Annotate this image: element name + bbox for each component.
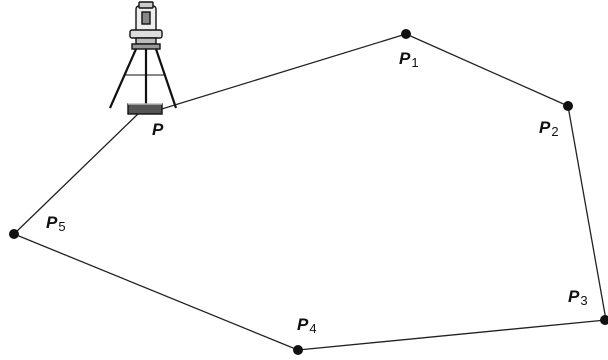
svg-text:P2: P2 bbox=[539, 118, 559, 139]
svg-text:P4: P4 bbox=[297, 315, 317, 336]
svg-text:P: P bbox=[152, 120, 164, 139]
station-label: P bbox=[152, 120, 164, 139]
point-p3-marker bbox=[600, 315, 608, 325]
station-label-letter: P bbox=[152, 120, 164, 139]
point-p1-label: P1 bbox=[399, 49, 419, 70]
edge-p1-p2 bbox=[405, 33, 569, 107]
point-p3-label: P3 bbox=[568, 287, 588, 308]
point-p2-marker bbox=[563, 101, 573, 111]
point-p4-marker bbox=[293, 345, 303, 355]
point-p5-label: P5 bbox=[46, 213, 66, 234]
edge-p-p1 bbox=[151, 33, 407, 113]
point-p4-label: P4 bbox=[297, 315, 317, 336]
edge-p5-p bbox=[13, 111, 141, 235]
point-p1-marker bbox=[401, 29, 411, 39]
svg-text:P3: P3 bbox=[568, 287, 588, 308]
survey-points bbox=[9, 29, 608, 355]
svg-text:P5: P5 bbox=[46, 213, 66, 234]
total-station-tripod-icon bbox=[108, 1, 178, 115]
svg-text:P1: P1 bbox=[399, 49, 419, 70]
edge-p3-p4 bbox=[297, 319, 607, 351]
traverse-lines bbox=[13, 33, 607, 351]
point-p2-label: P2 bbox=[539, 118, 559, 139]
point-p5-marker bbox=[9, 229, 19, 239]
edge-p2-p3 bbox=[567, 105, 607, 321]
edge-p4-p5 bbox=[13, 233, 299, 351]
